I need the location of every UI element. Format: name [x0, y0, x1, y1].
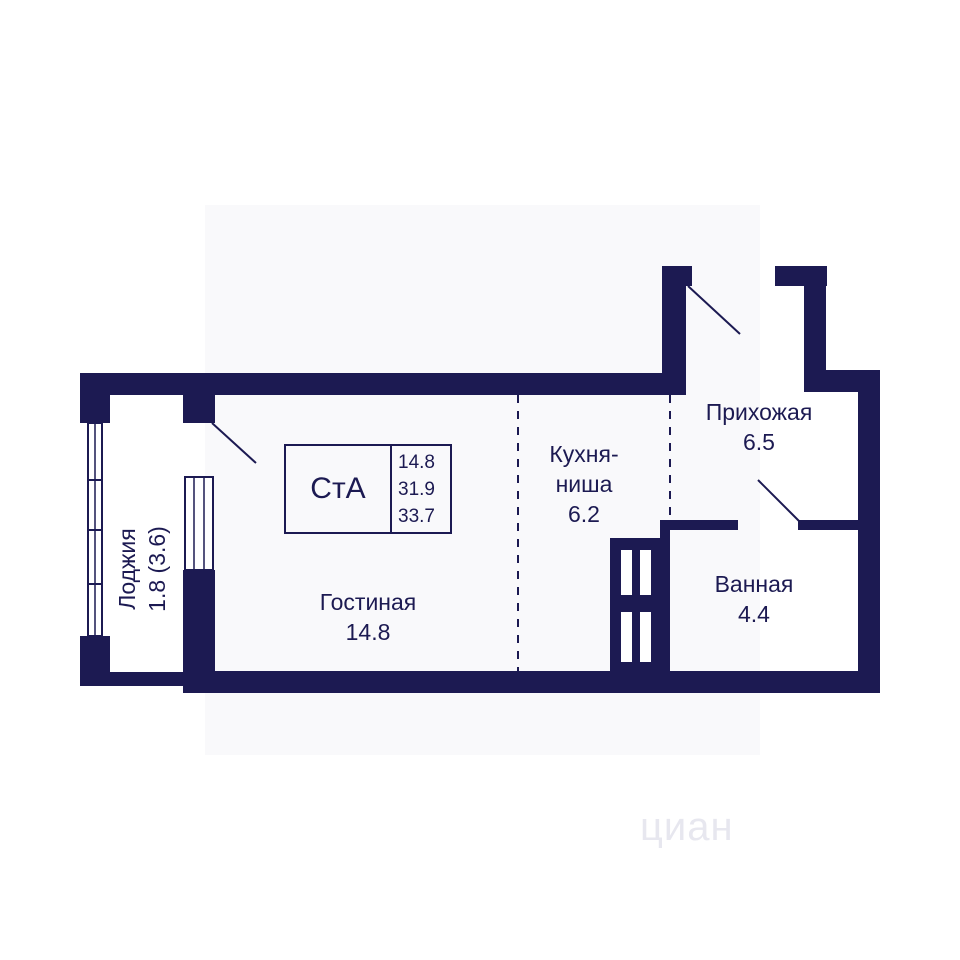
wall-right [858, 370, 880, 693]
wall-loggia-base [80, 672, 190, 686]
room-name: Лоджия [114, 528, 140, 610]
apartment-type-box: СтА 14.8 31.9 33.7 [284, 444, 452, 534]
door-swing-living [211, 422, 257, 464]
wall-bottom [183, 671, 880, 693]
room-area: 6.2 [568, 501, 600, 527]
wall-entrance-right [804, 266, 826, 392]
watermark: циан [640, 805, 734, 849]
wall-bath-top-left [660, 520, 738, 530]
kitchen-cabinet [610, 538, 662, 676]
cabinet-cell [640, 550, 651, 595]
room-name-line1: Кухня- [549, 441, 619, 467]
room-label-kitchen: Кухня- ниша 6.2 [524, 439, 644, 529]
room-label-bathroom: Ванная 4.4 [694, 569, 814, 629]
room-label-living: Гостиная 14.8 [308, 587, 428, 647]
balcony-door [184, 476, 214, 571]
room-name: Ванная [714, 571, 794, 597]
room-label-loggia: Лоджия 1.8 (3.6) [112, 526, 172, 612]
wall-living-left [183, 570, 215, 685]
room-name: Гостиная [319, 589, 417, 615]
wall-entrance-left [662, 266, 686, 395]
room-name: Прихожая [705, 399, 813, 425]
total-area-value: 31.9 [398, 478, 435, 500]
room-area: 6.5 [743, 429, 775, 455]
room-area: 1.8 (3.6) [144, 526, 170, 612]
living-area-value: 14.8 [398, 451, 435, 473]
door-swing-bathroom [757, 479, 801, 523]
cabinet-cell [640, 612, 651, 662]
cabinet-cell [621, 612, 632, 662]
wall-top [80, 373, 680, 395]
wall-living-left-top [183, 395, 215, 423]
wall-bath-top-right [798, 520, 860, 530]
cabinet-cell [621, 550, 632, 595]
wall-bath-left [660, 520, 670, 680]
total-area-with-loggia-value: 33.7 [398, 505, 435, 527]
apartment-areas: 14.8 31.9 33.7 [392, 446, 450, 532]
room-name-line2: ниша [555, 471, 613, 497]
apartment-type-code: СтА [286, 446, 392, 532]
wall-entrance-left-cap [662, 266, 692, 286]
door-swing-entrance [687, 285, 741, 335]
room-label-hallway: Прихожая 6.5 [684, 397, 834, 457]
wall-loggia-top [80, 373, 110, 423]
room-area: 4.4 [738, 601, 770, 627]
room-area: 14.8 [345, 619, 391, 645]
